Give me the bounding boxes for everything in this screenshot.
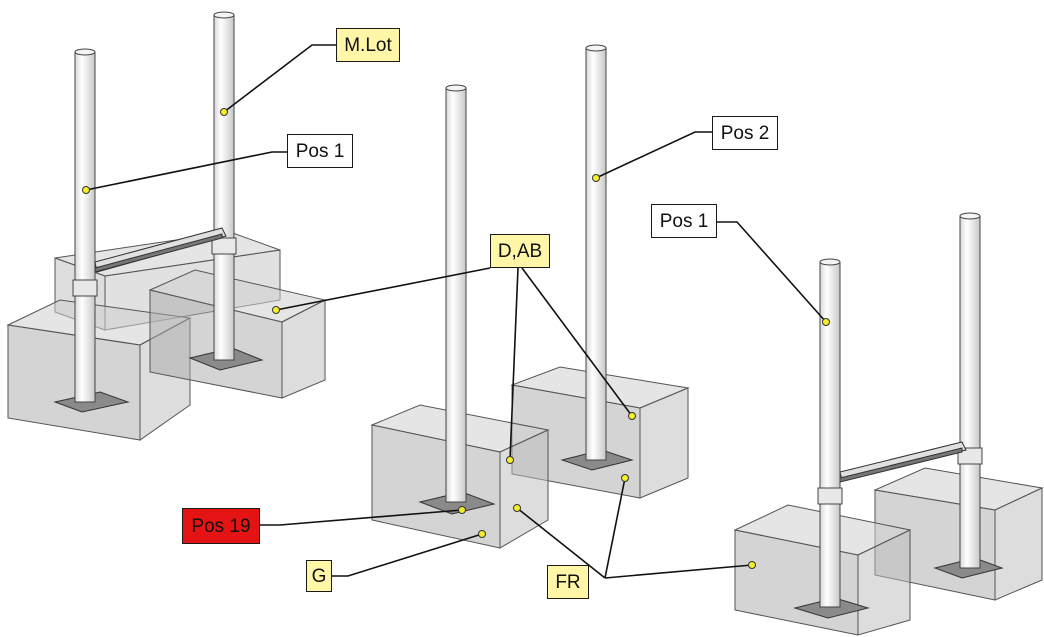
leader-line bbox=[717, 221, 827, 323]
steel-post bbox=[211, 11, 237, 361]
leader-line bbox=[595, 131, 712, 179]
middle-assembly bbox=[370, 44, 690, 549]
leader-line bbox=[516, 507, 606, 579]
steel-post bbox=[957, 212, 983, 569]
leader-line bbox=[223, 44, 336, 113]
leader-line bbox=[332, 533, 483, 577]
leader-line bbox=[509, 267, 519, 461]
leader-dots bbox=[82, 108, 830, 569]
left-assembly bbox=[6, 11, 327, 441]
leader-line bbox=[275, 267, 491, 311]
steel-post bbox=[817, 258, 843, 608]
leader-line bbox=[521, 267, 633, 417]
leader-line bbox=[604, 564, 753, 579]
leader-dot bbox=[621, 474, 629, 482]
steel-post bbox=[72, 48, 98, 403]
leader-dot bbox=[592, 174, 600, 182]
leader-dot bbox=[506, 456, 514, 464]
cross-rail bbox=[839, 441, 967, 483]
label-pos-19: Pos 19 bbox=[182, 508, 260, 544]
label-pos-1-right: Pos 1 bbox=[651, 204, 717, 238]
steel-post bbox=[585, 44, 607, 461]
leader-dot bbox=[272, 306, 280, 314]
right-assembly bbox=[733, 212, 1044, 636]
label-d-ab: D,AB bbox=[490, 234, 550, 268]
leader-dot bbox=[82, 186, 90, 194]
leader-line bbox=[85, 151, 287, 191]
leader-dot bbox=[822, 318, 830, 326]
steel-post bbox=[445, 84, 467, 503]
leader-dot bbox=[220, 108, 228, 116]
leader-dot bbox=[513, 504, 521, 512]
leader-dot bbox=[458, 506, 466, 514]
leader-dot bbox=[748, 561, 756, 569]
leader-dot bbox=[628, 412, 636, 420]
label-pos-2: Pos 2 bbox=[712, 116, 778, 150]
label-pos-1-left: Pos 1 bbox=[287, 134, 353, 168]
leader-lines bbox=[85, 44, 827, 579]
label-m-lot: M.Lot bbox=[336, 28, 400, 62]
label-fr: FR bbox=[547, 565, 589, 599]
label-g: G bbox=[306, 560, 332, 592]
leader-line bbox=[604, 477, 626, 579]
leader-line bbox=[260, 509, 463, 526]
concrete-block bbox=[148, 269, 327, 399]
leader-dot bbox=[478, 530, 486, 538]
cross-rail bbox=[94, 227, 227, 273]
